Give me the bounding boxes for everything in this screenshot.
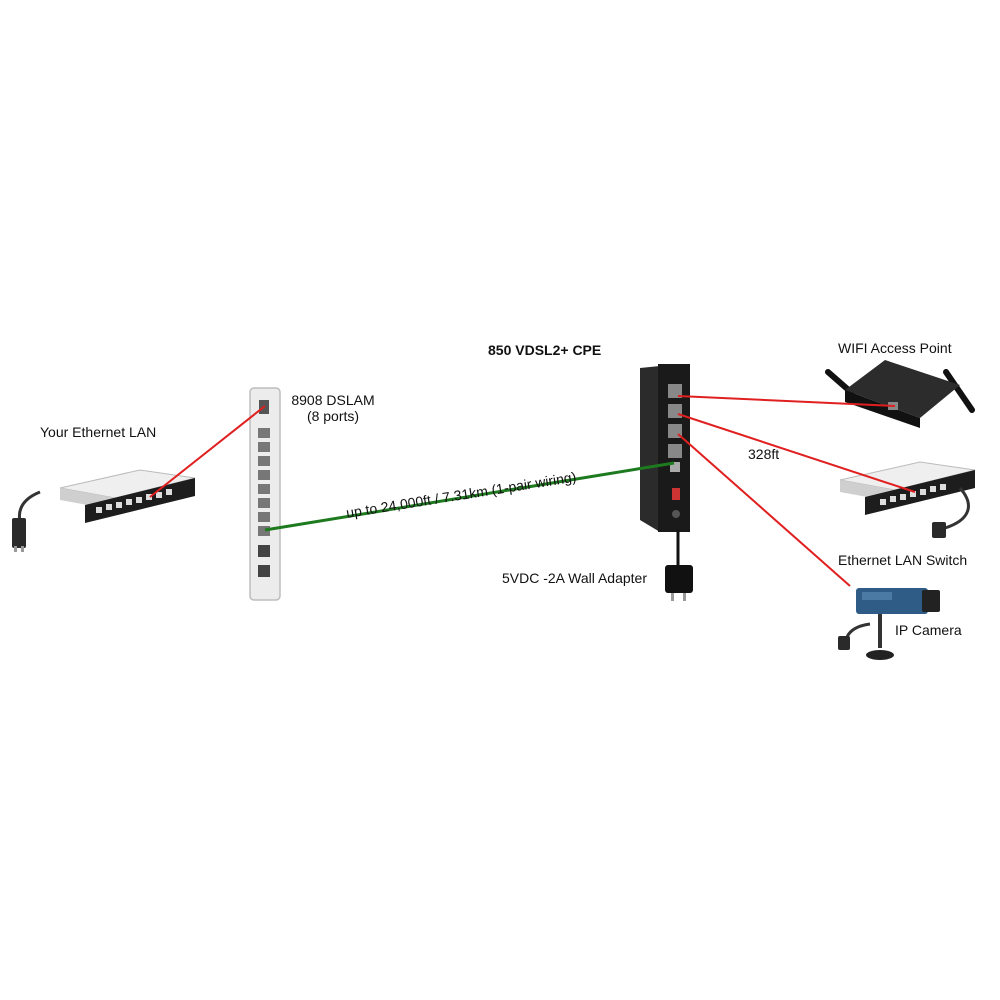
network-switch-icon: [839, 461, 976, 538]
label-328ft: 328ft: [748, 446, 780, 462]
label-cpe: 850 VDSL2+ CPE: [488, 342, 602, 358]
label-your-ethernet-lan: Your Ethernet LAN: [40, 424, 157, 440]
label-dslam-name: 8908 DSLAM: [291, 392, 375, 408]
label-wifi-access-point: WIFI Access Point: [838, 340, 952, 356]
link-cpe-to-wifi: [677, 395, 896, 407]
vdsl-cpe-icon: [640, 364, 690, 532]
link-cpe-to-camera: [677, 433, 851, 587]
label-dslam: 8908 DSLAM (8 ports): [278, 392, 388, 424]
label-wall-adapter: 5VDC -2A Wall Adapter: [502, 570, 647, 586]
power-adapter-icon: [665, 530, 693, 601]
link-dslam-to-cpe: [264, 461, 675, 532]
label-ip-camera: IP Camera: [895, 622, 962, 638]
network-switch-icon: [12, 469, 196, 552]
link-lan-to-dslam: [149, 405, 266, 498]
label-ethernet-lan-switch: Ethernet LAN Switch: [838, 552, 968, 568]
dslam-icon: [249, 387, 281, 601]
label-dslam-ports: (8 ports): [306, 408, 360, 424]
ip-camera-icon: [838, 588, 940, 660]
wifi-access-point-icon: [825, 360, 975, 428]
link-cpe-to-switch: [677, 413, 916, 493]
